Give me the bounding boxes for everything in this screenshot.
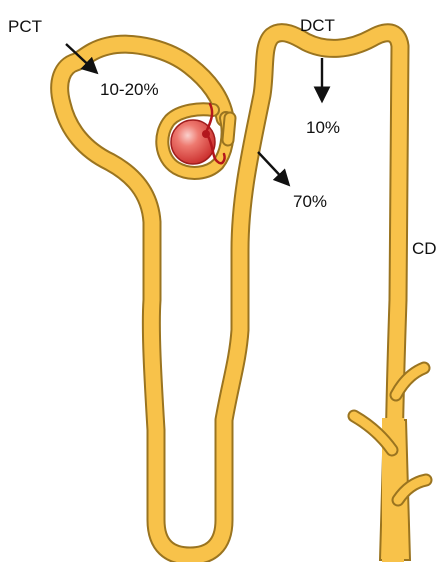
loop-arrow [258,152,288,184]
pct-label: PCT [8,18,42,35]
pct-percentage: 10-20% [100,81,159,98]
loop-percentage: 70% [293,193,327,210]
dct-label: DCT [300,17,335,34]
dct-percentage: 10% [306,119,340,136]
cd-label: CD [412,240,437,257]
